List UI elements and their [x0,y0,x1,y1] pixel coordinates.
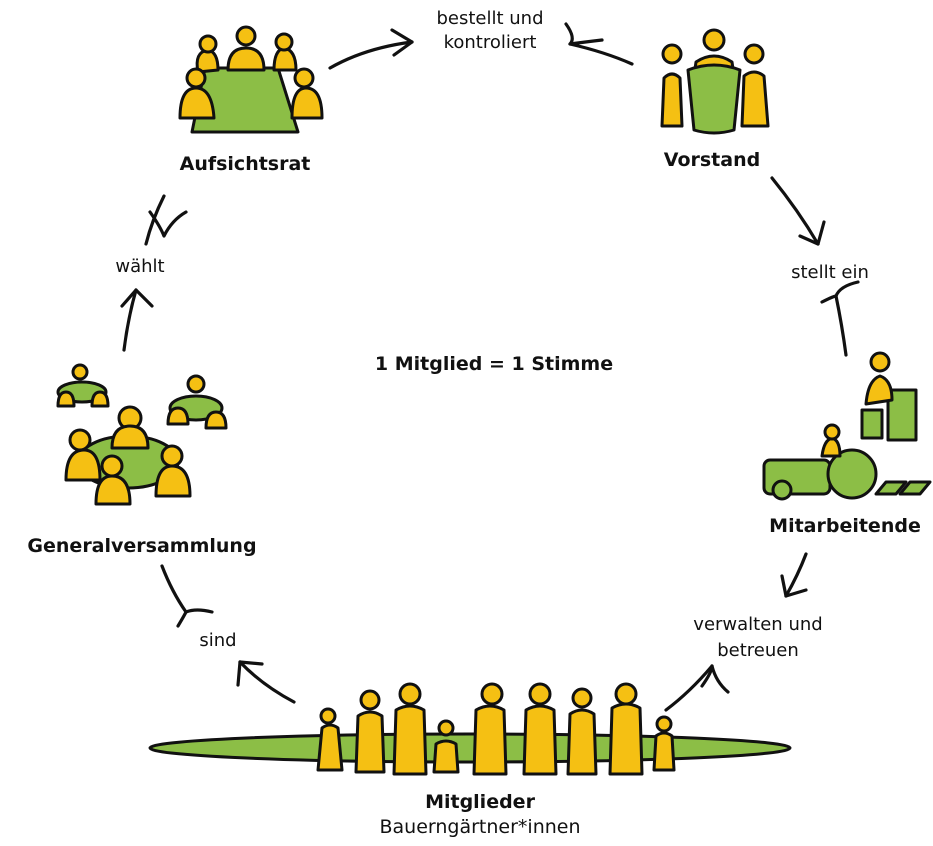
arrow-vorstand-to-mitarbeitende [770,176,860,357]
arrow-generalversammlung-to-aufsichtsrat [120,194,188,352]
edge-label-left-bottom: sind [199,630,236,651]
edge-label-right-bottom-line1: verwalten und [693,614,822,635]
arrow-mitarbeitende-to-mitglieder [664,552,808,712]
node-label-mitglieder: Mitglieder [425,791,536,813]
general-assembly-icon [56,363,228,506]
node-sublabel-mitglieder: Bauerngärtner*innen [379,816,580,838]
board-table-icon [178,25,324,134]
edge-label-left-top: wählt [115,256,164,277]
executive-board-icon [660,28,770,135]
node-label-vorstand: Vorstand [664,149,760,171]
tractor-icon [762,423,932,501]
node-label-aufsichtsrat: Aufsichtsrat [180,153,311,175]
arrow-mitglieder-to-generalversammlung [160,564,296,704]
node-label-mitarbeitende: Mitarbeitende [769,515,921,537]
arrow-aufsichtsrat-to-vorstand [328,22,634,70]
edge-label-top-line2: kontroliert [444,32,537,53]
edge-label-right-bottom-line2: betreuen [717,640,799,661]
members-group-icon [148,682,792,776]
office-worker-icon [860,351,918,442]
edge-label-right-top: stellt ein [791,262,869,283]
edge-label-top-line1: bestellt und [436,8,543,29]
center-label: 1 Mitglied = 1 Stimme [375,353,613,375]
node-label-generalversammlung: Generalversammlung [27,535,256,557]
